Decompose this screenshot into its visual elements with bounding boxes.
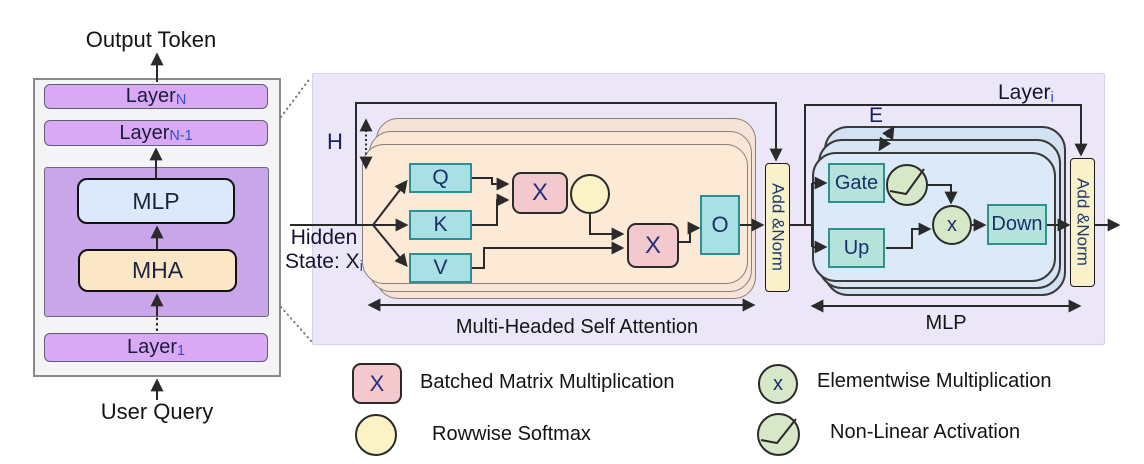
q-projection-box: Q bbox=[409, 163, 472, 193]
mlp-summary-label: MLP bbox=[132, 187, 180, 214]
mha-summary-box: MHA bbox=[78, 249, 237, 292]
h-label: H bbox=[327, 129, 343, 154]
legend-nonlinear-activation-label: Non-Linear Activation bbox=[830, 421, 1021, 443]
legend-rowwise-softmax-icon bbox=[355, 414, 397, 456]
add-norm-1-box bbox=[765, 163, 790, 292]
activation-to-elementwise-wire bbox=[927, 184, 958, 205]
e-label: E bbox=[869, 104, 884, 127]
hidden-state-line1: Hidden bbox=[290, 226, 358, 249]
output-token-label: Output Token bbox=[85, 27, 217, 52]
e-experts-arrow bbox=[878, 125, 895, 152]
nonlinear-activation-icon bbox=[886, 164, 928, 206]
mlp-section-label: MLP bbox=[925, 312, 967, 334]
up-to-elementwise-wire bbox=[886, 222, 932, 249]
q-to-matmul-wire bbox=[472, 177, 510, 191]
layer-n-label: Layer bbox=[125, 85, 176, 107]
layer-n-subscript: N bbox=[175, 91, 187, 108]
add-norm-2-box bbox=[1070, 158, 1095, 287]
hidden-state-line2: State: Xi bbox=[284, 250, 364, 276]
k-projection-box: K bbox=[409, 210, 472, 240]
qk-matmul-box: X bbox=[512, 172, 568, 214]
arrow-to-v bbox=[372, 224, 408, 268]
legend-batched-matmul-icon: X bbox=[352, 363, 402, 404]
layer-i-label: Layeri bbox=[998, 81, 1054, 107]
up-projection-box: Up bbox=[828, 228, 885, 268]
layer-1-subscript: 1 bbox=[177, 342, 186, 359]
legend-elementwise-icon: x bbox=[758, 364, 798, 404]
legend-batched-matmul-label: Batched Matrix Multiplication bbox=[420, 371, 675, 393]
hidden-state-label: Hidden State: Xi bbox=[268, 226, 380, 276]
layer-n-1-label: Layer bbox=[119, 121, 170, 144]
k-to-matmul-wire bbox=[472, 193, 510, 226]
v-to-matmul2-wire bbox=[472, 241, 625, 269]
mlp-summary-box: MLP bbox=[77, 178, 235, 224]
add-norm-1-label: Add &Norm bbox=[768, 183, 788, 271]
v-projection-box: V bbox=[409, 253, 472, 283]
layer-i-subscript: i bbox=[1050, 89, 1054, 107]
av-matmul-box: X bbox=[627, 223, 679, 268]
mhsa-section-label: Multi-Headed Self Attention bbox=[455, 316, 699, 338]
matmul2-to-o-wire bbox=[679, 221, 701, 243]
legend-elementwise-label: Elementwise Multiplication bbox=[817, 370, 1052, 392]
hidden-state-subscript: i bbox=[359, 258, 364, 276]
down-projection-box: Down bbox=[987, 204, 1047, 245]
zoom-connector-top bbox=[280, 76, 312, 118]
rowwise-softmax-icon bbox=[570, 174, 610, 214]
legend-rowwise-softmax-label: Rowwise Softmax bbox=[432, 423, 591, 445]
elementwise-multiply-icon: x bbox=[932, 205, 972, 245]
layer-n-1-subscript: N-1 bbox=[169, 128, 193, 145]
mlp-residual-wire bbox=[804, 104, 1088, 225]
nonlinear-activation-curve bbox=[889, 168, 925, 196]
mha-summary-label: MHA bbox=[131, 257, 184, 283]
legend-nonlinear-activation-icon bbox=[757, 413, 800, 456]
user-query-label: User Query bbox=[100, 399, 214, 424]
attention-residual-wire bbox=[355, 102, 783, 225]
gate-projection-box: Gate bbox=[828, 163, 885, 203]
o-projection-box: O bbox=[700, 195, 740, 255]
layer-1-label: Layer bbox=[126, 336, 177, 358]
arrow-to-q bbox=[372, 179, 408, 226]
softmax-to-matmul2-wire bbox=[589, 214, 625, 241]
zoom-connector-bottom bbox=[280, 306, 312, 342]
add-norm-2-label: Add &Norm bbox=[1073, 178, 1093, 266]
